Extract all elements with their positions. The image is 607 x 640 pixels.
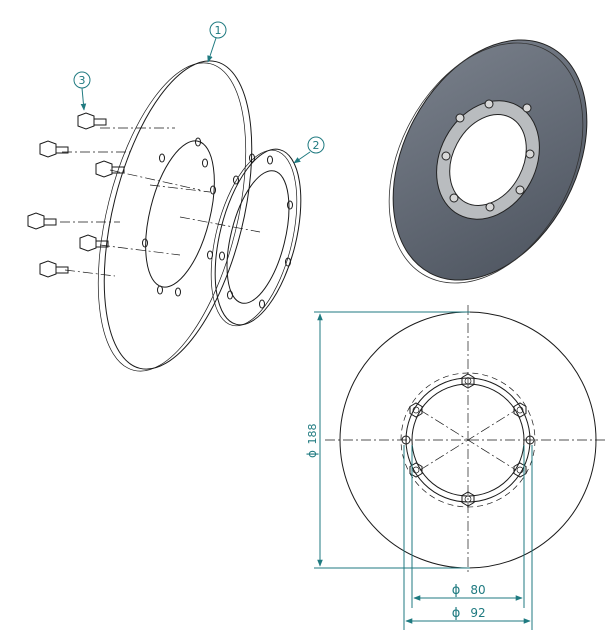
callout-2: 2 xyxy=(293,136,325,164)
bolt-1 xyxy=(77,112,107,130)
callout-2-number: 2 xyxy=(313,139,320,152)
bolt-3 xyxy=(95,160,125,178)
outer-diameter-value: 188 xyxy=(306,424,319,445)
bolts-exploded xyxy=(27,112,125,278)
bolt-circle-symbol: ϕ xyxy=(452,606,461,621)
spacer-ring-exploded xyxy=(210,148,302,327)
bolt-5 xyxy=(79,234,109,252)
iso-bolt-heads xyxy=(441,99,535,212)
bolt-circle-value: 92 xyxy=(470,606,485,620)
callout-3-number: 3 xyxy=(79,74,86,87)
callout-1-number: 1 xyxy=(215,24,222,37)
disc-bolt-holes xyxy=(142,137,216,297)
bolt-2 xyxy=(39,140,69,158)
assembly-axis-lines xyxy=(60,127,261,277)
front-view: ϕ 188 ϕ 80 ϕ 92 xyxy=(305,305,605,630)
dimension-bolt-circle: ϕ 92 xyxy=(403,445,533,630)
front-bolt-heads xyxy=(401,373,535,507)
inner-diameter-symbol: ϕ xyxy=(452,583,461,598)
brake-disc-exploded xyxy=(97,60,253,372)
callout-1: 1 xyxy=(207,21,227,63)
dimension-inner-diameter: ϕ 80 xyxy=(411,445,525,608)
bolt-4 xyxy=(27,212,57,230)
callout-3: 3 xyxy=(73,71,91,111)
shaded-isometric-view xyxy=(388,39,588,284)
inner-diameter-value: 80 xyxy=(470,583,485,597)
exploded-view: 1 2 3 xyxy=(27,21,325,372)
bolt-6 xyxy=(39,260,69,278)
dimension-outer-diameter: ϕ 188 xyxy=(305,311,470,569)
outer-diameter-symbol: ϕ xyxy=(305,450,319,458)
